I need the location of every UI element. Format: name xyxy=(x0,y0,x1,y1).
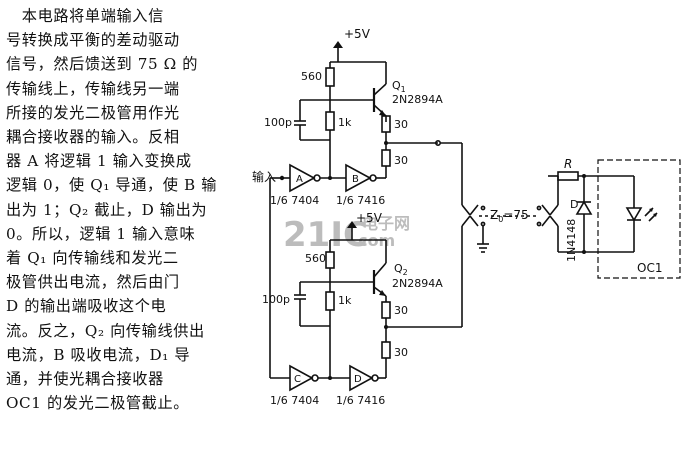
oc1-label: OC1 xyxy=(637,261,662,275)
r1k-bottom-label: 1k xyxy=(338,294,352,307)
r30-q1-label: 30 xyxy=(394,118,408,131)
description-line: 所接的发光二极管用作光 xyxy=(6,103,180,122)
diode-d-label: D xyxy=(570,198,578,211)
gate-a-label: A xyxy=(296,174,303,185)
supply-top-label: +5V xyxy=(344,27,371,41)
gate-d-label: D xyxy=(354,374,362,385)
supply-bottom: +5V xyxy=(329,211,387,258)
transmission-line: Z0=75 xyxy=(440,142,559,327)
transistor-q2: Q2 2N2894A xyxy=(372,258,443,302)
description-line: 极管供出电流，然后由门 xyxy=(6,273,180,292)
r560-top-label: 560 xyxy=(301,70,322,83)
input-node: 输入 xyxy=(252,169,290,184)
gate-a-part-label: 1/6 7404 xyxy=(270,194,319,207)
q1-name-label: Q1 xyxy=(392,79,406,94)
gate-b-part-label: 1/6 7416 xyxy=(336,194,385,207)
description-line: 逻辑 0，使 Q₁ 导通，使 B 输 xyxy=(6,176,217,195)
watermark-cn-text: 电子网 xyxy=(362,214,410,233)
q2-name-label: Q2 xyxy=(394,262,408,277)
description-line: 着 Q₁ 向传输线和发光二 xyxy=(6,249,179,268)
gate-c-part-label: 1/6 7404 xyxy=(270,394,319,407)
q2-type-label: 2N2894A xyxy=(392,277,443,290)
r-label: R xyxy=(564,157,572,171)
description-line: 出为 1；Q₂ 截止，D 输出为 xyxy=(6,200,208,219)
resistor-1k-top: 1k xyxy=(325,100,352,140)
gate-b-buffer: B 1/6 7416 xyxy=(336,163,385,207)
r1k-top-label: 1k xyxy=(338,116,352,129)
r30-d-label: 30 xyxy=(394,346,408,359)
description-line: 流。反之，Q₂ 向传输线供出 xyxy=(6,321,205,340)
description-line: 电流，B 吸收电流，D₁ 导 xyxy=(6,345,191,364)
resistor-30-q2: 30 xyxy=(381,301,408,327)
q1-type-label: 2N2894A xyxy=(392,93,443,106)
z0-label: Z0=75 xyxy=(490,208,529,224)
gate-a-inverter: A 1/6 7404 xyxy=(270,163,321,207)
watermark-logo-text: 21IC xyxy=(283,215,368,255)
diode-part-label: 1N4148 xyxy=(565,219,578,262)
supply-top: +5V xyxy=(330,27,387,80)
resistor-30-b: 30 xyxy=(381,143,408,178)
gate-b-label: B xyxy=(352,174,359,185)
r30-b-label: 30 xyxy=(394,154,408,167)
capacitor-100p-bottom: 100p xyxy=(262,282,306,326)
description-line: 本电路将单端输入信 xyxy=(6,7,164,25)
description-line: 耦合接收器的输入。反相 xyxy=(6,128,180,147)
r30-q2-label: 30 xyxy=(394,304,408,317)
description-line: 号转换成平衡的差动驱动 xyxy=(6,31,180,50)
gate-c-inverter: C 1/6 7404 xyxy=(270,364,319,407)
resistor-560-top: 560 xyxy=(301,62,335,100)
watermark-logo: 21IC 电子网 .com xyxy=(283,214,410,255)
gate-d-part-label: 1/6 7416 xyxy=(336,394,385,407)
description-line: 器 A 将逻辑 1 输入变换成 xyxy=(6,152,192,171)
resistor-560-bottom: 560 xyxy=(305,251,335,282)
c100p-top-label: 100p xyxy=(264,116,292,129)
c100p-bottom-label: 100p xyxy=(262,293,290,306)
gate-c-label: C xyxy=(294,374,301,385)
description-text: 本电路将单端输入信 号转换成平衡的差动驱动 信号，然后馈送到 75 Ω 的 传输… xyxy=(6,4,217,415)
supply-bottom-label: +5V xyxy=(356,211,383,225)
gate-d-buffer: D 1/6 7416 xyxy=(336,364,385,407)
transistor-q1: Q1 2N2894A xyxy=(372,79,443,122)
description-line: 传输线上，传输线另一端 xyxy=(6,79,180,98)
description-line: 0。所以，逻辑 1 输入意味 xyxy=(6,224,196,243)
description-line: 信号，然后馈送到 75 Ω 的 xyxy=(6,55,199,74)
description-line: 通，并使光耦合接收器 xyxy=(6,370,164,389)
input-label: 输入 xyxy=(252,169,276,184)
diode-1n4148: D 1N4148 xyxy=(565,174,593,262)
resistor-1k-bottom: 1k xyxy=(325,282,352,326)
description-line: OC1 的发光二极管截止。 xyxy=(6,394,190,413)
optocoupler-oc1: OC1 xyxy=(597,159,681,279)
resistor-30-d: 30 xyxy=(381,327,408,378)
capacitor-100p-top: 100p xyxy=(264,116,306,140)
r560-bottom-label: 560 xyxy=(305,252,326,265)
description-line: D 的输出端吸收这个电 xyxy=(6,297,167,316)
